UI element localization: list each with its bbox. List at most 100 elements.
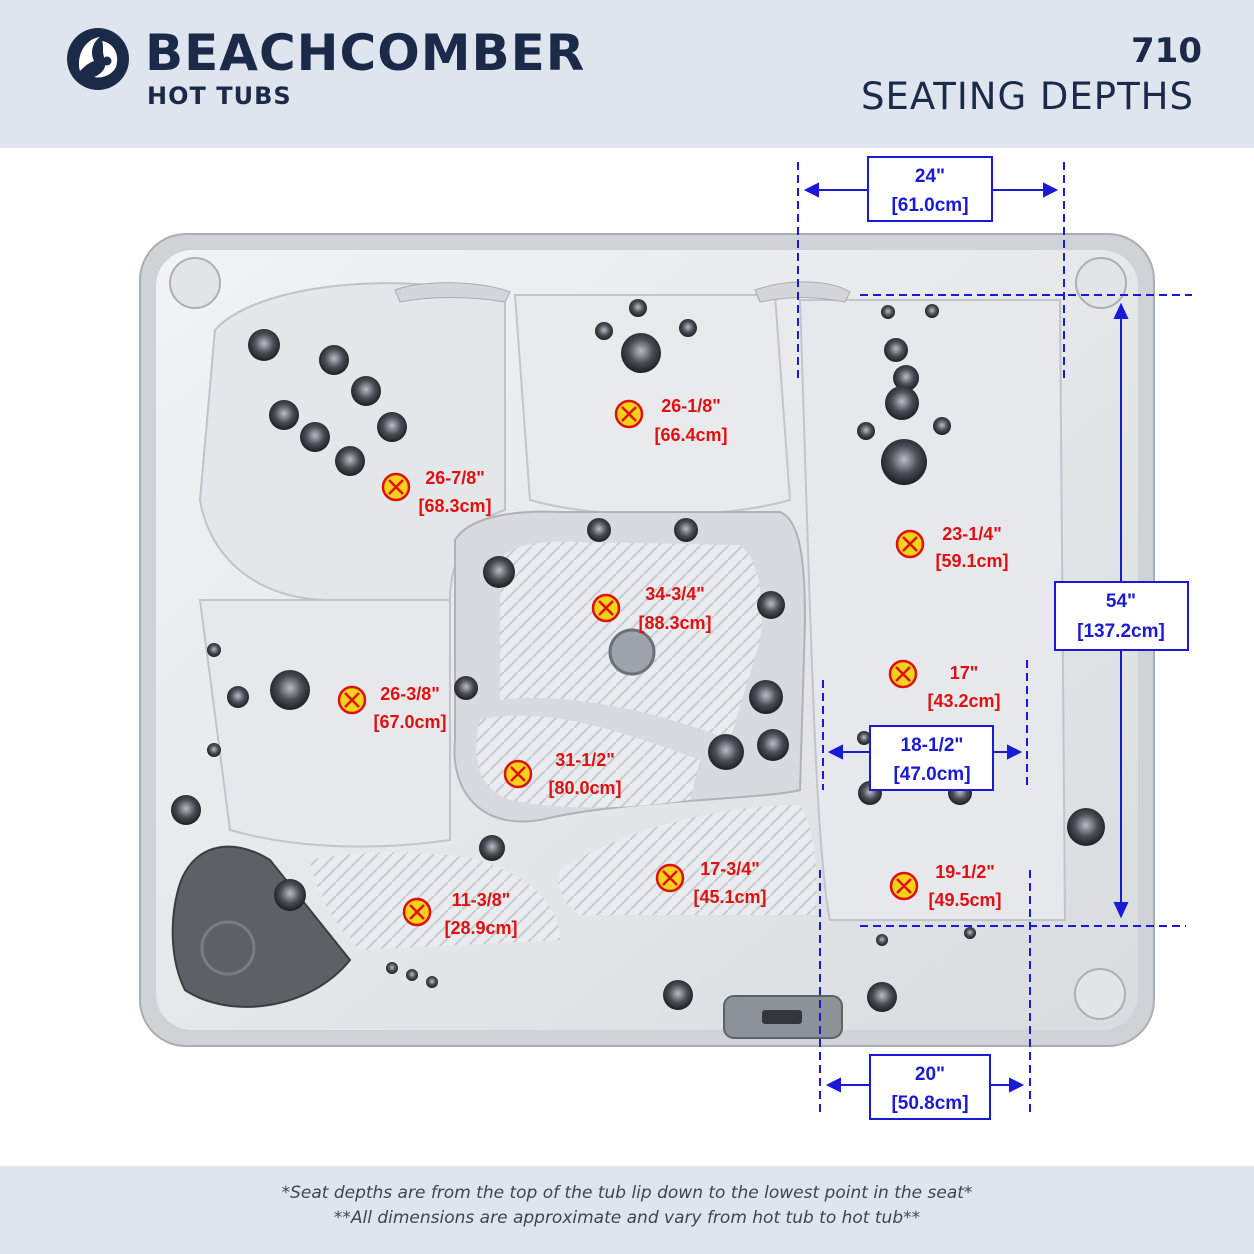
cup-holder (169, 257, 221, 309)
cup-holder (1075, 257, 1127, 309)
front-left-tread (310, 852, 560, 950)
jet-icon (674, 518, 698, 542)
dimension-box (869, 1054, 991, 1120)
seat-marker (895, 529, 925, 559)
seat-depth-metric: [66.4cm] (654, 425, 727, 445)
pillow (394, 282, 511, 303)
pillow (754, 281, 851, 303)
jet-icon (269, 400, 299, 430)
jet-icon (708, 734, 744, 770)
jet-icon (171, 795, 201, 825)
jet-icon (274, 879, 306, 911)
seat-marker (402, 897, 432, 927)
jets (171, 299, 1105, 1012)
header-banner (0, 0, 1254, 148)
footer-banner (0, 1166, 1254, 1254)
jet-icon (319, 345, 349, 375)
seat-depth-label: 23-1/4" (942, 524, 1002, 544)
seat-depth-metric: [43.2cm] (927, 691, 1000, 711)
jet-icon (884, 338, 908, 362)
dimension-label: 18-1/2" (901, 735, 964, 756)
jet-icon (587, 518, 611, 542)
seat-marker (381, 472, 411, 502)
seat-depth-metric: [49.5cm] (928, 890, 1001, 910)
jet-icon (377, 412, 407, 442)
dimension-metric: [47.0cm] (893, 764, 970, 785)
jet-icon (757, 729, 789, 761)
jet-icon (757, 591, 785, 619)
dimension-label: 54" (1106, 591, 1136, 612)
seat-depth-metric: [45.1cm] (693, 887, 766, 907)
dimension-label: 20" (915, 1064, 945, 1085)
seat-depth-metric: [67.0cm] (373, 712, 446, 732)
dimension-metric: [50.8cm] (891, 1093, 968, 1114)
drain-icon (608, 628, 656, 676)
dimension-metric: [137.2cm] (1077, 621, 1165, 642)
dimension-width-top (797, 156, 1065, 382)
model-number: 710 (1131, 31, 1202, 71)
jet-icon (881, 439, 927, 485)
dimension-metric: [61.0cm] (891, 195, 968, 216)
jet-icon (386, 962, 398, 974)
seat-depth-label: 17" (950, 663, 979, 683)
jet-icon (857, 731, 871, 745)
seat-depth-metric: [88.3cm] (638, 613, 711, 633)
jet-icon (867, 982, 897, 1012)
seat-depth-metric: [80.0cm] (548, 778, 621, 798)
back-center-seat (513, 294, 792, 516)
dimension-box (869, 725, 994, 791)
jet-icon (629, 299, 647, 317)
jet-icon (663, 980, 693, 1010)
brand-name: BEACHCOMBER (145, 24, 586, 82)
jet-icon (406, 969, 418, 981)
jet-icon (857, 422, 875, 440)
seat-marker (503, 759, 533, 789)
seat-depth-metric: [68.3cm] (418, 496, 491, 516)
jet-icon (227, 686, 249, 708)
filter-lid (171, 845, 352, 1008)
jet-icon (595, 322, 613, 340)
jet-icon (479, 835, 505, 861)
seat-depth-label: 31-1/2" (555, 750, 615, 770)
seat-depth-label: 26-1/8" (661, 396, 721, 416)
jet-icon (207, 643, 221, 657)
jet-icon (885, 386, 919, 420)
jet-icon (270, 670, 310, 710)
jet-icon (964, 927, 976, 939)
seat-depth-label: 17-3/4" (700, 859, 760, 879)
beachcomber-logo-icon (67, 28, 129, 90)
jet-icon (893, 365, 919, 391)
jet-icon (351, 376, 381, 406)
jet-icon (1067, 808, 1105, 846)
jet-icon (679, 319, 697, 337)
seat-depth-label: 34-3/4" (645, 584, 705, 604)
seat-depth-label: 26-7/8" (425, 468, 485, 488)
filter-logo-icon (200, 920, 256, 976)
seat-depth-metric: [28.9cm] (444, 918, 517, 938)
jet-icon (881, 305, 895, 319)
footnote-seat-depths: *Seat depths are from the top of the tub… (281, 1183, 973, 1203)
jet-icon (749, 680, 783, 714)
jet-icon (925, 304, 939, 318)
seat-marker (614, 399, 644, 429)
front-step-tread (558, 805, 817, 915)
step-tread (476, 715, 700, 808)
jet-icon (300, 422, 330, 452)
jet-icon (248, 329, 280, 361)
seat-marker (888, 659, 918, 689)
brand-subtitle: HOT TUBS (147, 82, 292, 110)
seat-depth-label: 11-3/8" (452, 890, 511, 910)
right-lounge-seat (798, 299, 1067, 921)
jet-icon (335, 446, 365, 476)
jet-icon (621, 333, 661, 373)
jet-icon (207, 743, 221, 757)
footnote-approximate: **All dimensions are approximate and var… (333, 1208, 921, 1228)
jet-icon (454, 676, 478, 700)
seat-depth-label: 26-3/8" (380, 684, 440, 704)
jet-icon (876, 934, 888, 946)
seat-marker (655, 863, 685, 893)
seat-marker (591, 593, 621, 623)
dimension-label: 24" (915, 166, 945, 187)
jet-icon (426, 976, 438, 988)
